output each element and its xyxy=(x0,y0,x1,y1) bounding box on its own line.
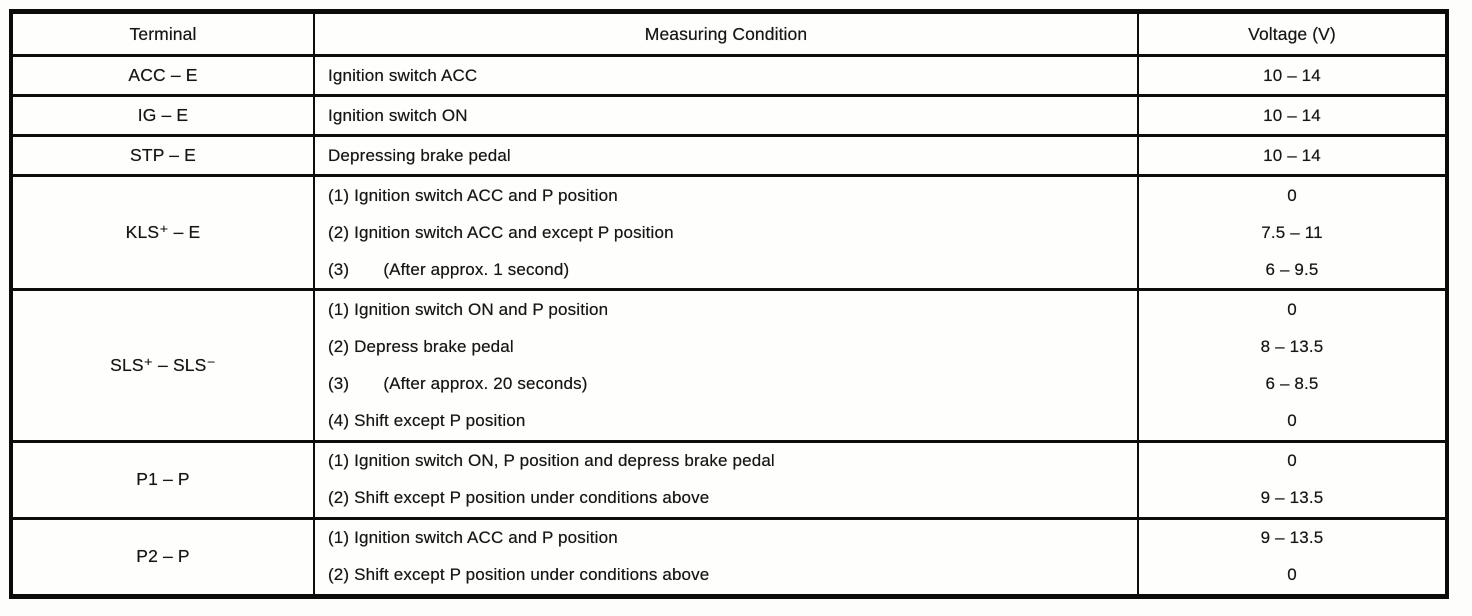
condition-line: Ignition switch ACC xyxy=(328,65,478,85)
condition-line: (1) Ignition switch ON, P position and d… xyxy=(328,451,775,471)
terminal-cell: IG – E xyxy=(13,97,315,135)
header-condition-cell: Measuring Condition xyxy=(315,14,1139,54)
terminal-label: P1 – P xyxy=(136,469,190,490)
condition-cell: Depressing brake pedal xyxy=(315,137,1139,175)
voltage-value: 0 xyxy=(1287,565,1297,585)
condition-line: (1) Ignition switch ON and P position xyxy=(328,299,609,319)
condition-line: (1) Ignition switch ACC and P position xyxy=(328,185,618,205)
terminal-label: SLS⁺ – SLS⁻ xyxy=(110,355,216,376)
table-row-p2-p: P2 – P (1) Ignition switch ACC and P pos… xyxy=(13,519,1445,595)
terminal-label: P2 – P xyxy=(136,546,190,567)
condition-line: (3) (After approx. 20 seconds) xyxy=(328,374,588,394)
voltage-value: 10 – 14 xyxy=(1263,105,1321,125)
voltage-value: 6 – 8.5 xyxy=(1265,374,1319,394)
terminal-label: IG – E xyxy=(137,105,189,126)
voltage-cell: 9 – 13.5 0 xyxy=(1139,520,1445,594)
terminal-cell: ACC – E xyxy=(13,57,315,95)
voltage-value: 0 xyxy=(1287,185,1297,205)
terminal-label: ACC – E xyxy=(128,65,198,86)
voltage-value: 7.5 – 11 xyxy=(1261,222,1323,242)
header-voltage-cell: Voltage (V) xyxy=(1139,14,1445,54)
terminal-cell: KLS⁺ – E xyxy=(13,177,315,289)
voltage-value: 0 xyxy=(1287,411,1297,431)
condition-cell: (1) Ignition switch ACC and P position (… xyxy=(315,177,1139,289)
condition-cell: (1) Ignition switch ACC and P position (… xyxy=(315,519,1139,595)
table-row-kls-e: KLS⁺ – E (1) Ignition switch ACC and P p… xyxy=(13,177,1445,292)
terminal-cell: SLS⁺ – SLS⁻ xyxy=(13,291,315,440)
voltage-cell: 0 8 – 13.5 6 – 8.5 0 xyxy=(1139,291,1445,439)
terminal-cell: STP – E xyxy=(13,137,315,175)
voltage-value: 0 xyxy=(1287,451,1297,471)
header-terminal-label: Terminal xyxy=(129,23,197,44)
terminal-label: KLS⁺ – E xyxy=(125,222,201,243)
condition-line: (1) Ignition switch ACC and P position xyxy=(328,528,618,548)
table-row-stp-e: STP – E Depressing brake pedal 10 – 14 xyxy=(13,137,1445,178)
voltage-cell: 10 – 14 xyxy=(1139,137,1445,174)
table-row-ig-e: IG – E Ignition switch ON 10 – 14 xyxy=(13,97,1445,138)
voltage-value: 0 xyxy=(1287,299,1297,319)
condition-cell: Ignition switch ON xyxy=(315,97,1139,135)
voltage-value: 8 – 13.5 xyxy=(1260,337,1324,357)
voltage-cell: 10 – 14 xyxy=(1139,97,1445,134)
voltage-cell: 0 7.5 – 11 6 – 9.5 xyxy=(1139,177,1445,288)
table-header-row: Terminal Measuring Condition Voltage (V) xyxy=(13,14,1445,57)
condition-line: (2) Depress brake pedal xyxy=(328,337,514,357)
condition-line: (2) Shift except P position under condit… xyxy=(328,488,710,508)
condition-cell: (1) Ignition switch ON, P position and d… xyxy=(315,442,1139,517)
condition-cell: Ignition switch ACC xyxy=(315,57,1139,95)
terminal-voltage-table: Terminal Measuring Condition Voltage (V)… xyxy=(9,9,1449,599)
voltage-value: 9 – 13.5 xyxy=(1260,488,1324,508)
condition-line: Depressing brake pedal xyxy=(328,145,511,165)
condition-cell: (1) Ignition switch ON and P position (2… xyxy=(315,291,1139,440)
voltage-value: 10 – 14 xyxy=(1263,65,1321,85)
condition-line: (4) Shift except P position xyxy=(328,411,526,431)
condition-line: (2) Shift except P position under condit… xyxy=(328,565,710,585)
voltage-cell: 0 9 – 13.5 xyxy=(1139,443,1445,517)
condition-line: (3) (After approx. 1 second) xyxy=(328,259,570,279)
terminal-label: STP – E xyxy=(130,145,196,166)
table-row-acc-e: ACC – E Ignition switch ACC 10 – 14 xyxy=(13,57,1445,98)
voltage-value: 9 – 13.5 xyxy=(1260,528,1324,548)
header-terminal-cell: Terminal xyxy=(13,14,315,54)
condition-line: (2) Ignition switch ACC and except P pos… xyxy=(328,222,674,242)
condition-line: Ignition switch ON xyxy=(328,105,468,125)
table-row-sls: SLS⁺ – SLS⁻ (1) Ignition switch ON and P… xyxy=(13,291,1445,443)
table-row-p1-p: P1 – P (1) Ignition switch ON, P positio… xyxy=(13,442,1445,520)
terminal-cell: P1 – P xyxy=(13,442,315,517)
voltage-value: 6 – 9.5 xyxy=(1265,259,1319,279)
header-voltage-label: Voltage (V) xyxy=(1248,23,1336,44)
terminal-cell: P2 – P xyxy=(13,519,315,595)
header-condition-label: Measuring Condition xyxy=(644,23,808,44)
voltage-cell: 10 – 14 xyxy=(1139,57,1445,94)
voltage-value: 10 – 14 xyxy=(1263,145,1321,165)
